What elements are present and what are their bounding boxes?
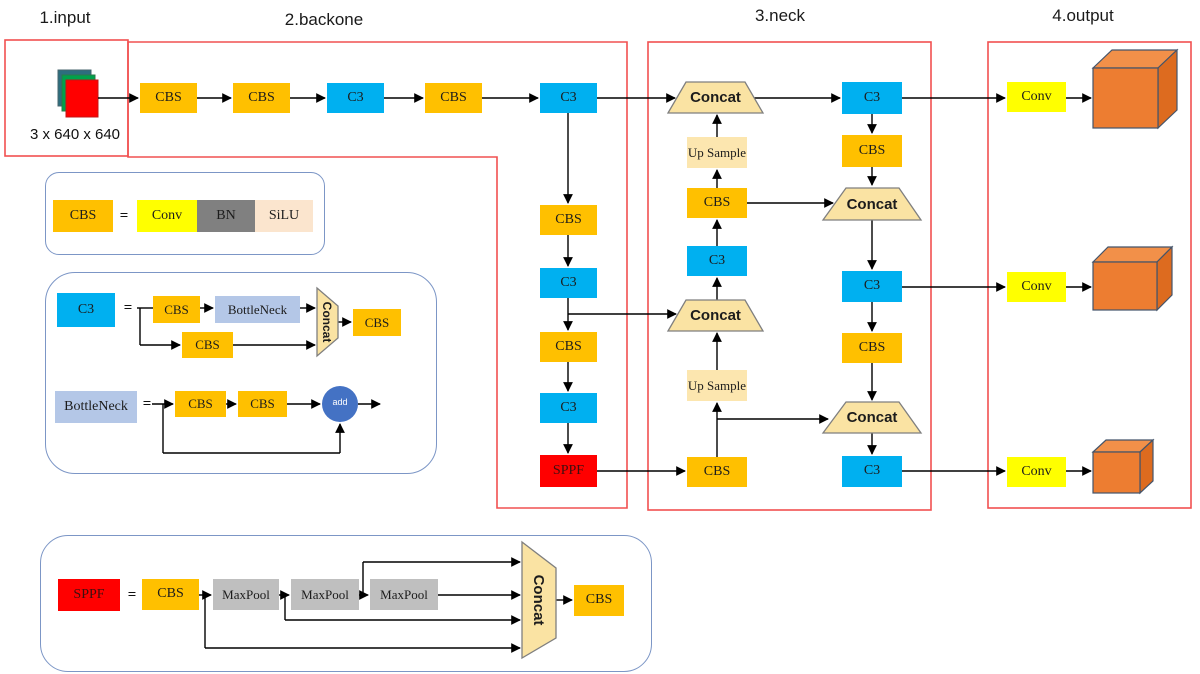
section-header-backbone: 2.backone <box>284 10 364 29</box>
neck-cbs-block: CBS <box>842 333 902 363</box>
legend-c3-bottleneck-box <box>45 272 437 474</box>
legend-cbs-block: CBS <box>142 579 199 610</box>
output-conv-block: Conv <box>1007 272 1066 302</box>
legend-cbs-target: CBS <box>53 200 113 232</box>
feature-cube-large <box>1091 48 1179 130</box>
legend-cbs-block: CBS <box>182 332 233 358</box>
section-header-output: 4.output <box>1052 6 1114 25</box>
legend-sppf-box <box>40 535 652 672</box>
legend-maxpool-block: MaxPool <box>370 579 438 610</box>
input-dimensions-label: 3 x 640 x 640 <box>29 126 121 143</box>
neck-cbs-block: CBS <box>687 457 747 487</box>
backbone-cbs-block: CBS <box>540 205 597 235</box>
neck-c3-block: C3 <box>842 271 902 302</box>
legend-sppf-target: SPPF <box>58 579 120 611</box>
legend-cbs-block: CBS <box>238 391 287 417</box>
neck-concat-label: Concat <box>690 307 741 324</box>
legend-add-label: add <box>332 397 348 407</box>
output-section-border <box>987 41 1192 509</box>
neck-c3-block: C3 <box>842 82 902 114</box>
backbone-c3-block: C3 <box>540 83 597 113</box>
backbone-cbs-block: CBS <box>540 332 597 362</box>
neck-c3-block: C3 <box>687 246 747 276</box>
concat-trapezoid <box>666 299 765 332</box>
legend-cbs-box <box>45 172 325 255</box>
legend-cbs-block: CBS <box>574 585 624 616</box>
neck-cbs-block: CBS <box>687 188 747 218</box>
equals-sign: = <box>127 586 137 603</box>
legend-bn-block: BN <box>197 200 255 232</box>
add-circle <box>322 386 358 422</box>
connector-arrows <box>98 93 1092 653</box>
neck-c3-block: C3 <box>842 456 902 487</box>
legend-maxpool-block: MaxPool <box>213 579 279 610</box>
feature-cube-small <box>1091 438 1155 495</box>
section-header-neck: 3.neck <box>754 6 806 25</box>
legend-cbs-block: CBS <box>175 391 226 417</box>
equals-sign: = <box>142 395 152 412</box>
backbone-cbs-block: CBS <box>233 83 290 113</box>
neck-section-border <box>647 41 932 511</box>
neck-concat-label: Concat <box>846 409 898 426</box>
concat-trapezoid <box>821 401 923 434</box>
feature-cube-medium <box>1091 245 1174 312</box>
backbone-c3-block: C3 <box>540 268 597 298</box>
section-header-input: 1.input <box>39 8 91 27</box>
legend-cbs-block: CBS <box>153 296 200 323</box>
output-cubes <box>1091 48 1179 495</box>
backbone-cbs-block: CBS <box>425 83 482 113</box>
neck-upsample-block: Up Sample <box>687 370 747 401</box>
legend-bottleneck-target: BottleNeck <box>55 391 137 423</box>
legend-c3-target: C3 <box>57 293 115 327</box>
concat-trapezoid-legend-c3 <box>316 286 339 358</box>
concat-trapezoid <box>821 187 923 221</box>
backbone-cbs-block: CBS <box>140 83 197 113</box>
concat-trapezoids <box>316 81 923 660</box>
legend-concat-label: Concat <box>530 574 547 626</box>
output-conv-block: Conv <box>1007 82 1066 112</box>
legend-silu-block: SiLU <box>255 200 313 232</box>
backbone-section-border <box>127 41 628 509</box>
legend-maxpool-block: MaxPool <box>291 579 359 610</box>
concat-trapezoid-legend-sppf <box>521 540 557 660</box>
equals-sign: = <box>123 299 133 316</box>
backbone-c3-block: C3 <box>327 83 384 113</box>
neck-concat-label: Concat <box>690 89 741 106</box>
output-conv-block: Conv <box>1007 457 1066 487</box>
neck-concat-label: Concat <box>846 195 898 213</box>
backbone-sppf-block: SPPF <box>540 455 597 487</box>
equals-sign: = <box>119 207 129 224</box>
legend-conv-block: Conv <box>137 200 197 232</box>
legend-cbs-block: CBS <box>353 309 401 336</box>
concat-trapezoid <box>666 81 765 114</box>
legend-concat-label: Concat <box>320 301 334 343</box>
legend-bottleneck-block: BottleNeck <box>215 296 300 323</box>
neck-upsample-block: Up Sample <box>687 137 747 168</box>
input-image-stack <box>57 69 99 118</box>
backbone-c3-block: C3 <box>540 393 597 423</box>
neck-cbs-block: CBS <box>842 135 902 167</box>
